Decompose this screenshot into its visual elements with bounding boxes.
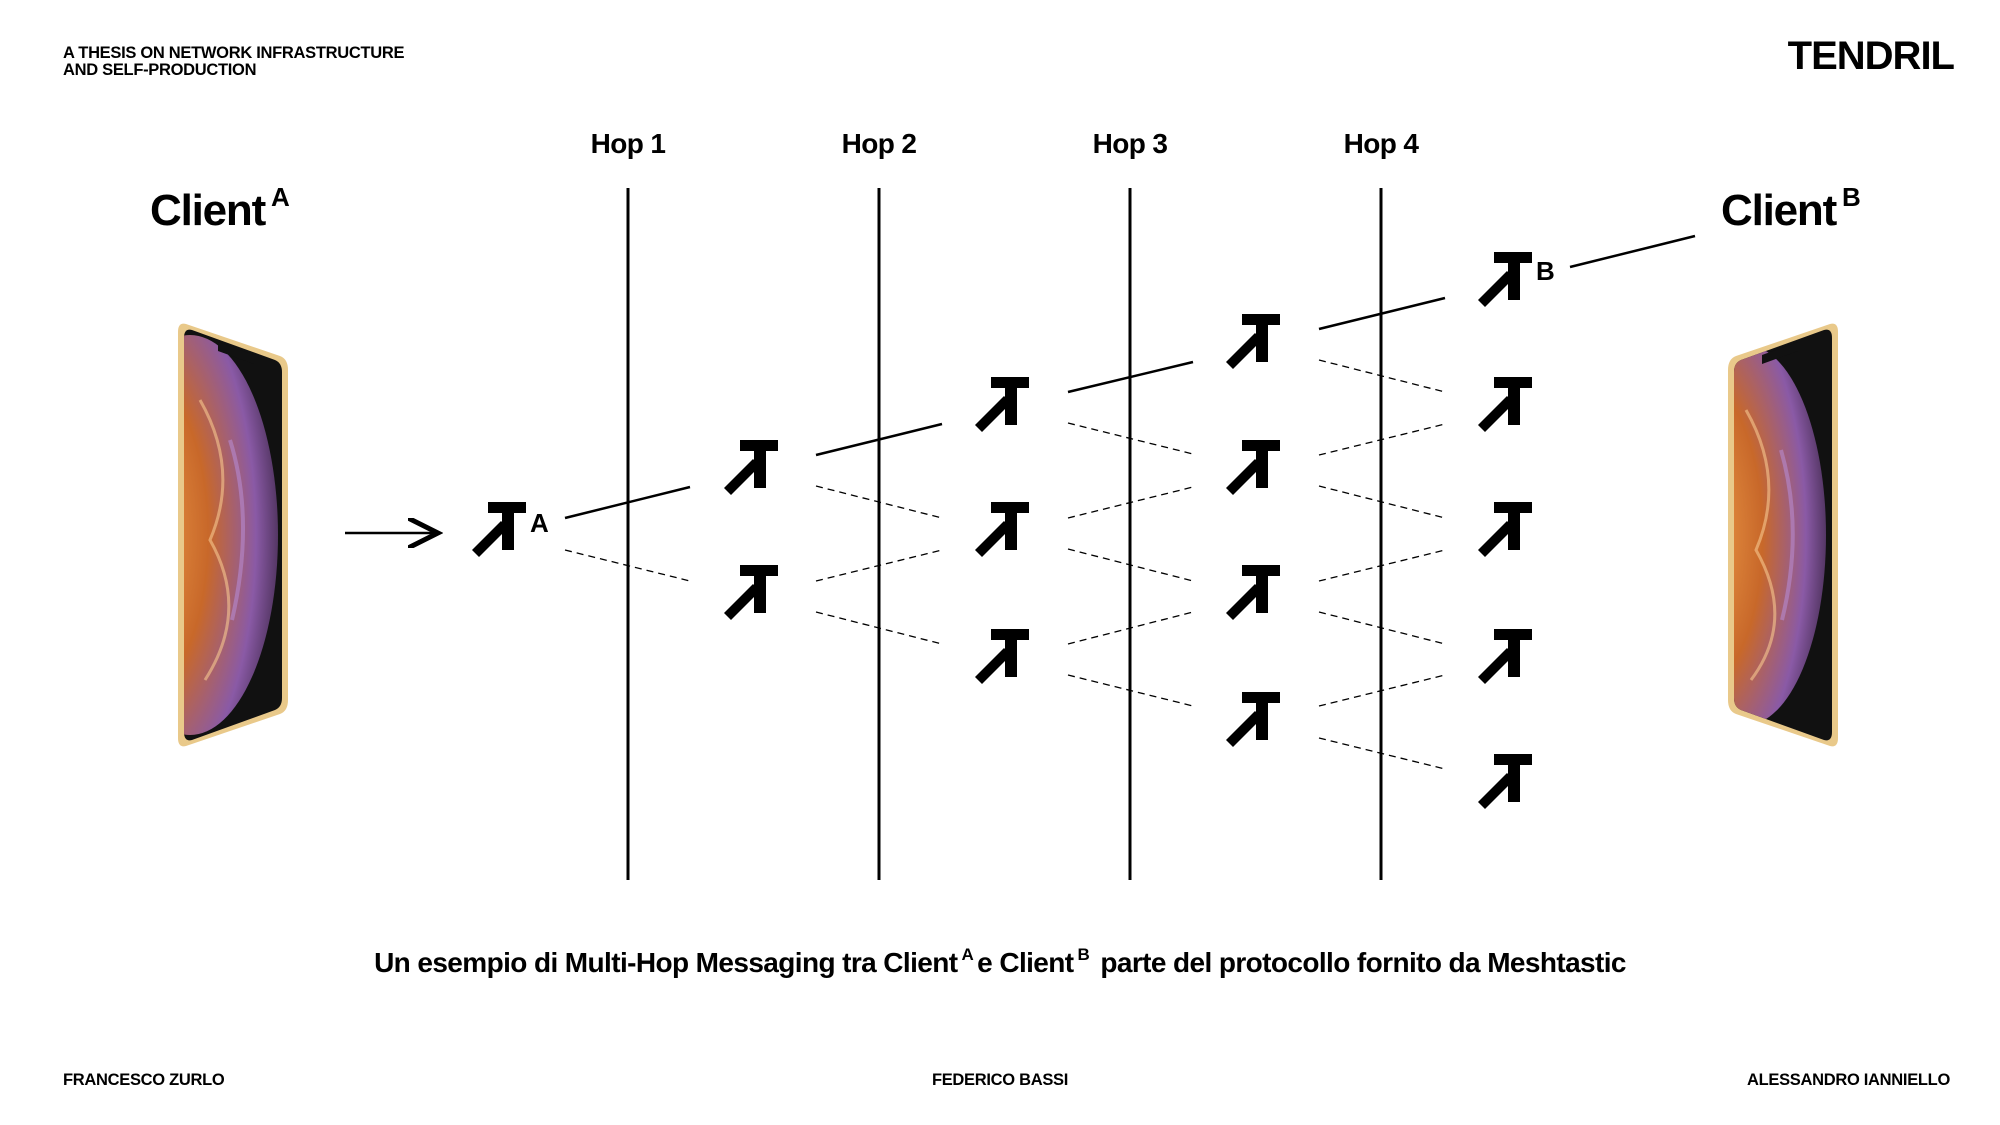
client-b-name: Client <box>1721 186 1837 235</box>
brand-logo-text: TENDRIL <box>1787 34 1955 78</box>
node-hop3-3-icon <box>1226 565 1280 620</box>
hop-label-3: Hop 3 <box>1092 128 1168 159</box>
client-b-superscript: B <box>1842 182 1861 212</box>
node-hop2-mid-icon <box>975 502 1029 557</box>
diagram-caption: Un esempio di Multi-Hop Messaging tra Cl… <box>0 945 2000 979</box>
client-a-phone <box>170 320 290 755</box>
footer-author-right: ALESSANDRO IANNIELLO <box>1746 1071 1950 1089</box>
hop-label-2: Hop 2 <box>841 128 917 159</box>
node-a-icon <box>472 502 526 557</box>
thesis-tagline: A THESIS ON NETWORK INFRASTRUCTURE AND S… <box>63 45 483 79</box>
node-hop3-1-icon <box>1226 314 1280 369</box>
node-b-icon <box>1478 252 1532 307</box>
node-hop3-4-icon <box>1226 692 1280 747</box>
hop-label-4: Hop 4 <box>1343 128 1419 159</box>
caption-part-2: e Client <box>977 947 1074 978</box>
caption-part-3: parte del protocollo fornito da Meshtast… <box>1100 947 1626 978</box>
node-hop4-3-icon <box>1478 502 1532 557</box>
footer-author-left: FRANCESCO ZURLO <box>63 1071 225 1089</box>
node-hop1-bottom-icon <box>724 565 778 620</box>
node-hop2-top-icon <box>975 377 1029 432</box>
smartphone-icon <box>178 323 288 747</box>
node-a-label: A <box>530 508 549 538</box>
caption-sup-a: A <box>961 945 974 964</box>
node-hop2-bottom-icon <box>975 629 1029 684</box>
primary-route <box>564 234 1696 520</box>
caption-sup-b: B <box>1077 945 1090 964</box>
node-hop1-top-icon <box>724 440 778 495</box>
footer-author-center: FEDERICO BASSI <box>931 1071 1069 1089</box>
node-hop3-2-icon <box>1226 440 1280 495</box>
alternate-routes <box>564 359 1446 770</box>
client-b-phone <box>1726 320 1846 755</box>
node-b-label: B <box>1536 256 1555 286</box>
client-a-superscript: A <box>271 182 290 212</box>
tagline-line-2: AND SELF-PRODUCTION <box>63 61 257 79</box>
client-a-name: Client <box>150 186 266 235</box>
caption-part-1: Un esempio di Multi-Hop Messaging tra Cl… <box>374 947 958 978</box>
node-hop4-4-icon <box>1478 629 1532 684</box>
smartphone-icon <box>1728 323 1838 747</box>
tagline-line-1: A THESIS ON NETWORK INFRASTRUCTURE <box>63 44 405 62</box>
node-hop4-5-icon <box>1478 754 1532 809</box>
hop-label-1: Hop 1 <box>590 128 666 159</box>
node-hop4-2-icon <box>1478 377 1532 432</box>
